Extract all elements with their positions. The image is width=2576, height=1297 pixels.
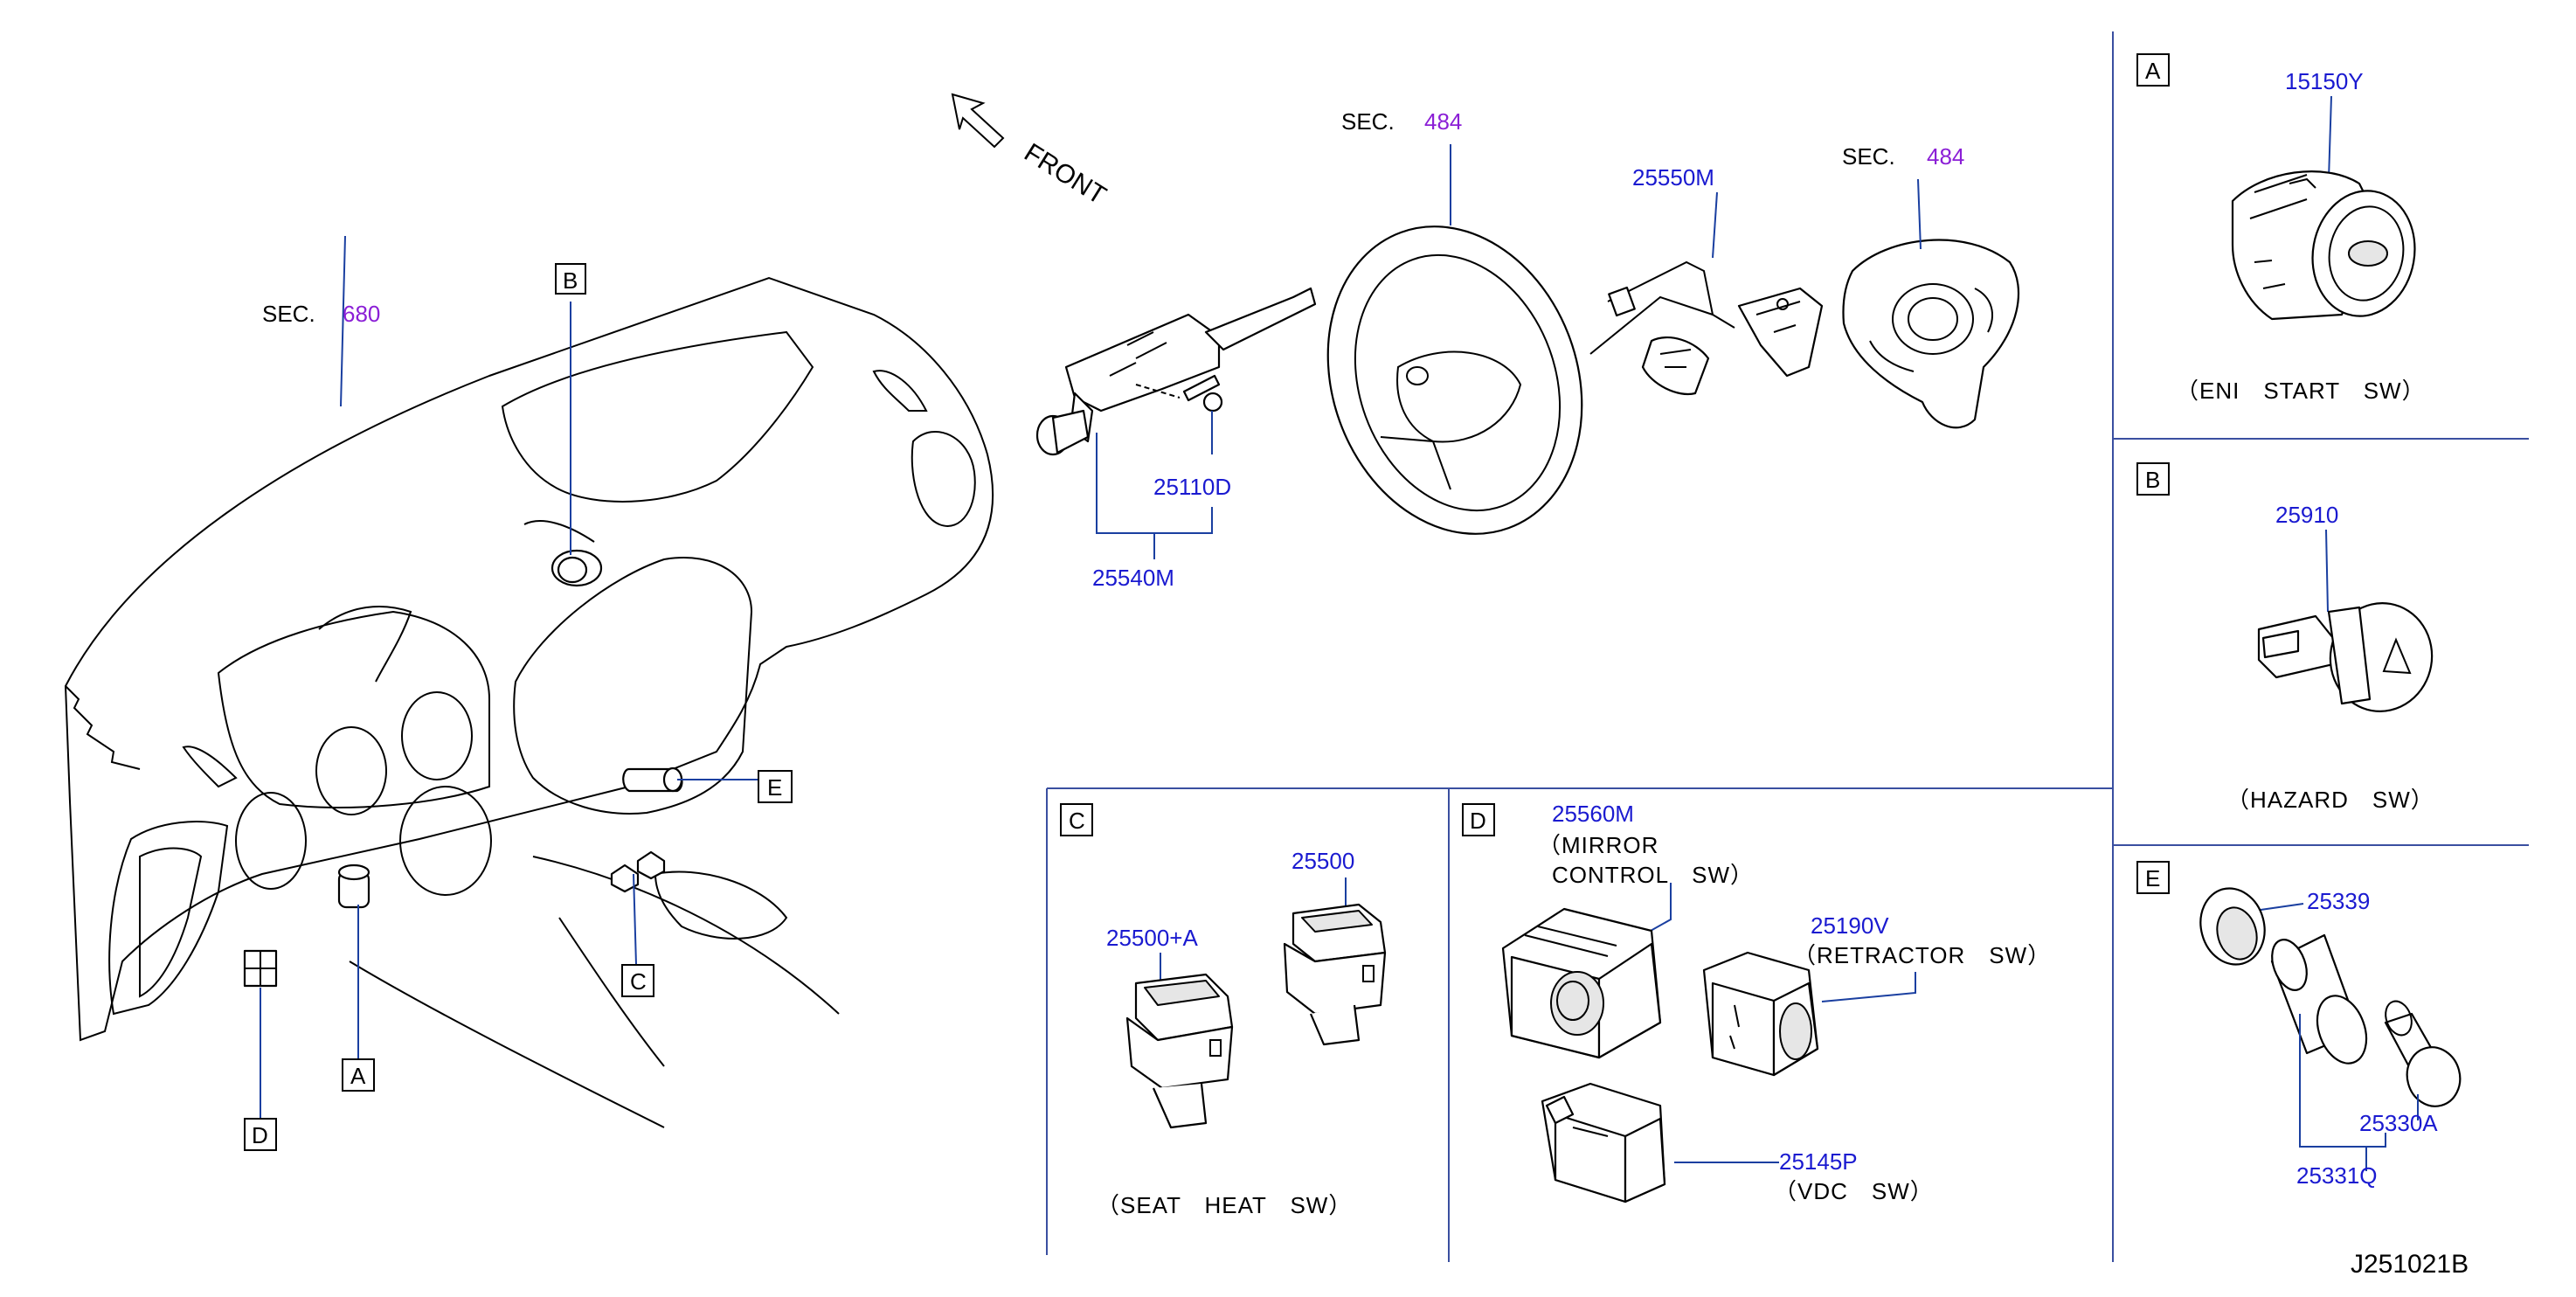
callout-a-dash: A — [342, 1058, 375, 1092]
caption-mirror-line1: （MIRROR — [1538, 832, 1658, 858]
callout-c-dash: C — [621, 964, 654, 997]
lighter-socket-drawing — [2199, 887, 2462, 1107]
part-15150y: 15150Y — [2285, 68, 2364, 94]
mirror-control-switch-drawing — [1501, 907, 1662, 1059]
part-25190v: 25190V — [1811, 912, 1889, 939]
vdc-switch-drawing — [1541, 1082, 1666, 1203]
part-25560m: 25560M — [1552, 801, 1634, 827]
callout-a-dash-label: A — [350, 1063, 366, 1089]
panel-e: E 25339 25330A 25331Q — [2136, 861, 2462, 1189]
caption-hazard: （HAZARD SW） — [2226, 787, 2434, 813]
part-25500-a: 25500+A — [1106, 925, 1198, 951]
part-25145p: 25145P — [1779, 1148, 1858, 1175]
callout-d-panel-label: D — [1470, 808, 1486, 834]
part-25110d: 25110D — [1153, 474, 1231, 500]
instrument-panel-drawing — [64, 276, 994, 1128]
cigarette-lighter-location — [622, 766, 683, 793]
hazard-switch-drawing — [2257, 602, 2434, 712]
callout-b-dash-label: B — [563, 267, 578, 294]
sec-484-wheel-prefix: SEC. — [1341, 108, 1395, 135]
panel-dividers — [1046, 31, 2529, 1262]
engine-start-switch-drawing — [2231, 170, 2416, 321]
panel-c: C 25500+A 25500 （SEAT HEAT SW） — [1060, 803, 1387, 1218]
sec-484-airbag-prefix: SEC. — [1842, 143, 1895, 170]
diagram-id: J251021B — [2351, 1250, 2469, 1279]
callout-d-dash-label: D — [252, 1122, 268, 1148]
mirror-switch-location — [243, 949, 278, 988]
panel-d: D 25560M （MIRROR CONTROL SW） 25190V （RET… — [1462, 801, 2051, 1204]
steering-switch-drawing — [1589, 260, 1824, 396]
part-25910: 25910 — [2275, 502, 2338, 528]
seat-heat-switch-location — [610, 850, 666, 893]
caption-retractor: （RETRACTOR SW） — [1793, 942, 2051, 968]
sec-680-number: 680 — [343, 301, 380, 327]
part-25330a: 25330A — [2359, 1110, 2438, 1136]
callout-a-panel-label: A — [2145, 58, 2161, 84]
caption-mirror-line2: CONTROL SW） — [1552, 862, 1754, 888]
callout-d-dash: D — [244, 1118, 277, 1151]
caption-vdc: （VDC SW） — [1774, 1178, 1934, 1204]
sec-484-wheel-number: 484 — [1424, 108, 1462, 135]
sec-680-prefix: SEC. — [262, 301, 315, 327]
callout-c-panel-label: C — [1069, 808, 1085, 834]
airbag-module-drawing — [1842, 239, 2020, 429]
retractor-switch-drawing — [1702, 951, 1819, 1077]
part-25339: 25339 — [2307, 888, 2370, 914]
callout-e-panel-label: E — [2145, 865, 2160, 891]
part-25550m: 25550M — [1632, 164, 1714, 191]
engine-start-switch-location — [337, 864, 370, 909]
panel-a: A 15150Y （ENI START SW） — [2136, 53, 2426, 404]
hazard-switch-location — [523, 520, 603, 587]
callout-e-dash: E — [758, 770, 793, 803]
front-arrow: FRONT — [951, 93, 1111, 211]
caption-eni-start: （ENI START SW） — [2176, 378, 2426, 404]
front-label: FRONT — [1019, 138, 1111, 211]
callout-b-dash: B — [555, 263, 586, 295]
part-25540m: 25540M — [1092, 565, 1174, 591]
callout-c-dash-label: C — [630, 968, 647, 995]
callout-e-dash-label: E — [767, 774, 782, 801]
steering-wheel-drawing — [1326, 225, 1583, 535]
seat-heat-switch-right-drawing — [1283, 903, 1387, 1046]
combination-switch-drawing — [1035, 287, 1317, 456]
sec-484-airbag-number: 484 — [1927, 143, 1964, 170]
seat-heat-switch-left-drawing — [1125, 973, 1234, 1129]
part-25331q: 25331Q — [2296, 1162, 2378, 1189]
part-25500: 25500 — [1291, 848, 1354, 874]
caption-seat-heat: （SEAT HEAT SW） — [1097, 1192, 1352, 1218]
panel-b: B 25910 （HAZARD SW） — [2136, 462, 2434, 813]
callout-b-panel-label: B — [2145, 467, 2160, 493]
